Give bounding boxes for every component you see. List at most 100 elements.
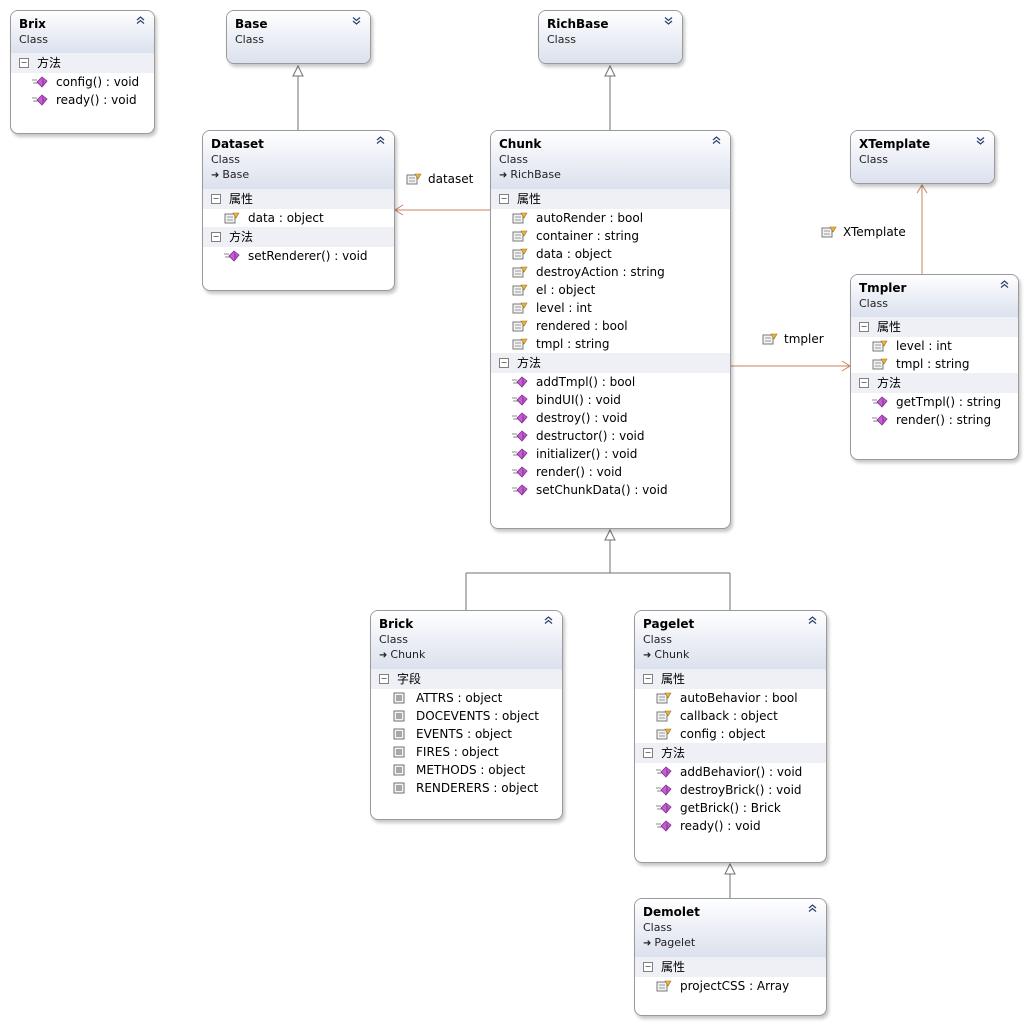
member-property[interactable]: config : object [635,725,826,743]
section-header[interactable]: −属性 [635,957,826,977]
expand-icon[interactable] [663,15,674,26]
method-icon [656,820,672,832]
member-property[interactable]: tmpl : string [491,335,730,353]
inherits-arrow-icon: ➜ [643,650,652,661]
member-property[interactable]: destroyAction : string [491,263,730,281]
collapse-icon[interactable] [999,279,1010,290]
collapse-icon[interactable] [807,615,818,626]
member-method[interactable]: destroyBrick() : void [635,781,826,799]
property-icon [656,728,672,740]
minus-box-icon[interactable]: − [643,748,653,758]
section-header[interactable]: −属性 [203,189,394,209]
method-icon [512,430,528,442]
member-method[interactable]: initializer() : void [491,445,730,463]
collapse-icon[interactable] [543,615,554,626]
member-method[interactable]: destructor() : void [491,427,730,445]
member-method[interactable]: destroy() : void [491,409,730,427]
section-header[interactable]: −属性 [491,189,730,209]
member-property[interactable]: data : object [491,245,730,263]
member-property[interactable]: tmpl : string [851,355,1018,373]
collapse-icon[interactable] [375,135,386,146]
minus-box-icon[interactable]: − [211,194,221,204]
member-text: container : string [536,229,639,243]
section-header[interactable]: −属性 [635,669,826,689]
member-text: tmpl : string [896,357,970,371]
member-property[interactable]: projectCSS : Array [635,977,826,995]
minus-box-icon[interactable]: − [859,322,869,332]
property-icon [656,710,672,722]
member-text: METHODS : object [416,763,526,777]
minus-box-icon[interactable]: − [499,358,509,368]
member-text: getTmpl() : string [896,395,1002,409]
expand-icon[interactable] [351,15,362,26]
section-header[interactable]: −属性 [851,317,1018,337]
section-header[interactable]: −方法 [635,743,826,763]
member-text: addBehavior() : void [680,765,803,779]
base-class-name: Chunk [390,648,426,661]
member-property[interactable]: callback : object [635,707,826,725]
minus-box-icon[interactable]: − [379,674,389,684]
member-method[interactable]: render() : void [491,463,730,481]
inheritance-chunk-richbase [604,64,616,130]
member-field[interactable]: DOCEVENTS : object [371,707,562,725]
member-field[interactable]: FIRES : object [371,743,562,761]
member-property[interactable]: autoRender : bool [491,209,730,227]
member-property[interactable]: rendered : bool [491,317,730,335]
member-method[interactable]: setRenderer() : void [203,247,394,265]
member-property[interactable]: level : int [491,299,730,317]
member-property[interactable]: data : object [203,209,394,227]
minus-box-icon[interactable]: − [643,962,653,972]
member-method[interactable]: ready() : void [635,817,826,835]
minus-box-icon[interactable]: − [19,58,29,68]
field-icon [393,782,405,794]
inherits-arrow-icon: ➜ [211,170,220,181]
member-property[interactable]: el : object [491,281,730,299]
property-icon [512,302,528,314]
association-chunk-dataset [394,204,490,216]
member-method[interactable]: getTmpl() : string [851,393,1018,411]
minus-box-icon[interactable]: − [499,194,509,204]
class-name: Demolet [643,905,700,919]
member-method[interactable]: setChunkData() : void [491,481,730,499]
collapse-icon[interactable] [711,135,722,146]
section-title: 方法 [229,230,254,244]
collapse-icon[interactable] [135,15,146,26]
section-header[interactable]: −方法 [203,227,394,247]
member-method[interactable]: addTmpl() : bool [491,373,730,391]
member-field[interactable]: RENDERERS : object [371,779,562,797]
member-method[interactable]: getBrick() : Brick [635,799,826,817]
section-header[interactable]: −方法 [851,373,1018,393]
member-field[interactable]: ATTRS : object [371,689,562,707]
section-header[interactable]: −方法 [491,353,730,373]
member-method[interactable]: addBehavior() : void [635,763,826,781]
class-name: Base [235,17,268,31]
section-header[interactable]: −方法 [11,53,154,73]
member-property[interactable]: container : string [491,227,730,245]
member-property[interactable]: autoBehavior : bool [635,689,826,707]
section-header[interactable]: −字段 [371,669,562,689]
member-method[interactable]: render() : string [851,411,1018,429]
collapse-icon[interactable] [807,903,818,914]
minus-box-icon[interactable]: − [859,378,869,388]
expand-icon[interactable] [975,135,986,146]
member-field[interactable]: EVENTS : object [371,725,562,743]
member-field[interactable]: METHODS : object [371,761,562,779]
member-method[interactable]: bindUI() : void [491,391,730,409]
member-method[interactable]: ready() : void [11,91,154,109]
property-icon [656,980,672,992]
member-method[interactable]: config() : void [11,73,154,91]
minus-box-icon[interactable]: − [211,232,221,242]
minus-box-icon[interactable]: − [643,674,653,684]
member-property[interactable]: level : int [851,337,1018,355]
